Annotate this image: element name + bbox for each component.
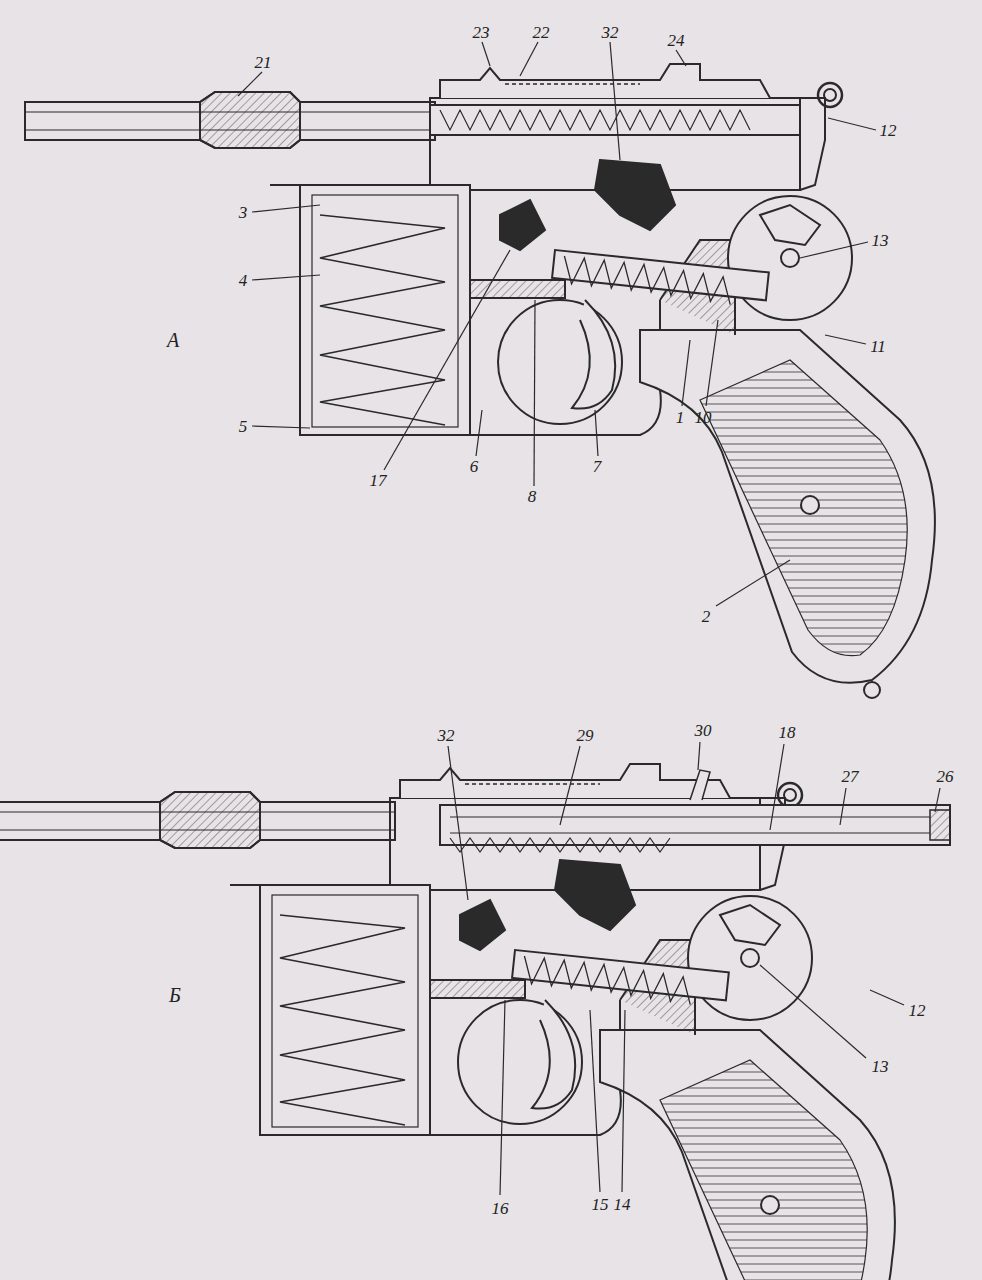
callout-number: 30 [694,722,713,739]
callout-number: 29 [576,727,595,744]
leader-lines [448,742,940,1195]
callout-number: 8 [527,488,538,505]
leader-lines [238,42,876,606]
callout-number: 17 [369,472,388,489]
callout-number: 26 [936,768,955,785]
figure-b [0,742,950,1280]
callout-number: 2 [701,608,712,625]
callout-number: 15 [591,1196,610,1213]
callout-number: 12 [908,1002,927,1019]
callout-number: 4 [238,272,249,289]
callout-number: 10 [694,409,713,426]
callout-number: 32 [601,24,620,41]
callout-number: 11 [869,338,887,355]
callout-number: 1 [675,409,686,426]
callout-number: 22 [532,24,551,41]
callout-number: 24 [667,32,686,49]
callout-number: 12 [879,122,898,139]
callout-number: 27 [841,768,860,785]
callout-number: 21 [254,54,273,71]
callout-number: 23 [472,24,491,41]
callout-number: 14 [613,1196,632,1213]
callout-number: 5 [238,418,249,435]
callout-number: 13 [871,232,890,249]
figure-letter: Б [168,985,182,1005]
callout-number: 16 [491,1200,510,1217]
figure-letter: А [166,330,180,350]
callout-number: 6 [469,458,480,475]
callout-number: 32 [437,727,456,744]
callout-number: 3 [238,204,249,221]
callout-number: 13 [871,1058,890,1075]
callout-number: 18 [778,724,797,741]
figure-a [25,42,935,698]
callout-number: 7 [592,458,603,475]
